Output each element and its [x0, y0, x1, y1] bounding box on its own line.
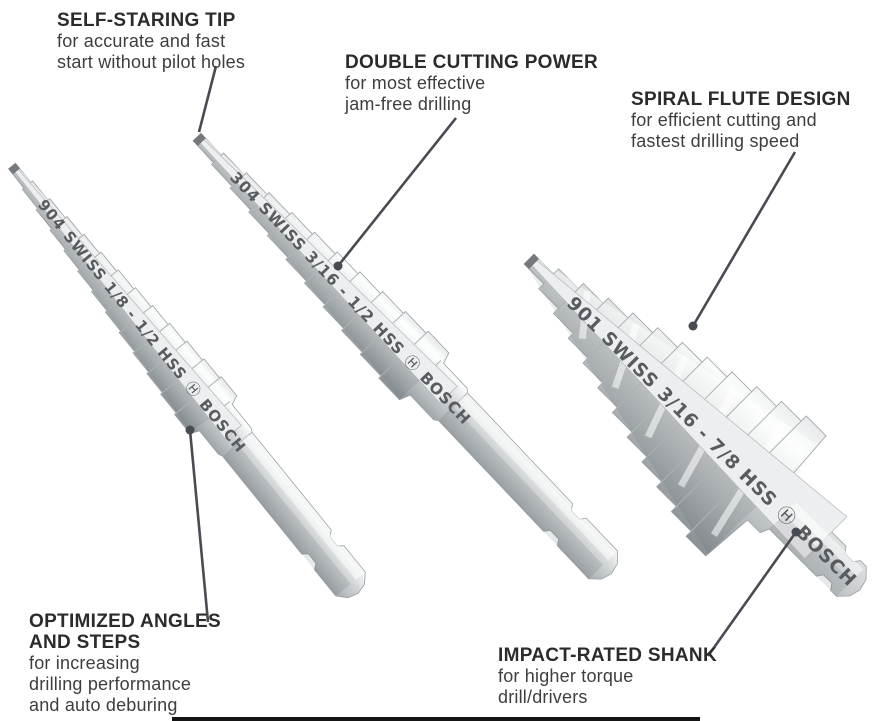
callout-impact-rated-shank: IMPACT-RATED SHANK for higher torque dri… — [498, 645, 717, 708]
leader-line-spiral-flute-design — [691, 151, 797, 327]
leader-dot — [688, 321, 698, 331]
drill-etch-label: 304 SWISS 3/16 - 1/2 HSS — [226, 169, 408, 359]
cone-shading — [193, 137, 425, 399]
callout-body-line: for most effective — [345, 73, 486, 93]
drill-tip-cap — [524, 254, 539, 269]
step-drill-bit-3-16-to-7-8: 901 SWISS 3/16 - 7/8 HSSⒽBOSCH — [523, 253, 867, 597]
drill-tip-cap — [193, 133, 206, 146]
callout-title: IMPACT-RATED SHANK — [498, 645, 717, 666]
leader-line-double-cutting-power — [336, 117, 458, 267]
callout-body-line: and auto deburing — [29, 695, 178, 715]
leader-line-impact-rated-shank — [706, 531, 798, 657]
cone-highlight — [13, 163, 234, 408]
drill-etch-text: 904 SWISS 1/8 - 1/2 HSSⒽBOSCH — [34, 196, 250, 456]
callout-body-line: fastest drilling speed — [631, 131, 800, 151]
callout-title: SELF-STARING TIP — [57, 10, 236, 31]
callout-self-starting-tip: SELF-STARING TIP for accurate and fast s… — [57, 10, 245, 73]
shank-highlight — [242, 434, 363, 580]
callout-body-line: for increasing — [29, 653, 140, 673]
leader-dot — [185, 425, 195, 435]
shank-shading — [438, 406, 604, 579]
shank-highlight — [789, 502, 864, 577]
flute-face — [527, 255, 848, 560]
callout-body-line: for higher torque — [498, 666, 634, 686]
callout-optimized-angles-and-steps: OPTIMIZED ANGLES AND STEPS for increasin… — [29, 611, 221, 716]
cone-highlight — [530, 254, 817, 472]
drill-etch-text: 304 SWISS 3/16 - 1/2 HSSⒽBOSCH — [226, 169, 474, 429]
callout-body-line: drill/drivers — [498, 687, 588, 707]
leader-line-optimized-angles — [188, 429, 210, 623]
flute-face — [195, 134, 458, 404]
callout-body-line: jam-free drilling — [345, 94, 472, 114]
callout-spiral-flute-design: SPIRAL FLUTE DESIGN for efficient cuttin… — [631, 89, 851, 152]
callout-body-line: drilling performance — [29, 674, 192, 694]
callout-title: DOUBLE CUTTING POWER — [345, 52, 598, 73]
callout-title: SPIRAL FLUTE DESIGN — [631, 89, 851, 110]
drill-tip-cap — [8, 163, 20, 175]
leader-line-self-starting-tip — [197, 65, 218, 133]
callout-body-line: for efficient cutting and — [631, 110, 817, 130]
cone-highlight — [198, 133, 446, 368]
leader-dots — [185, 261, 801, 537]
leader-dot — [333, 261, 343, 271]
callout-body-line: for accurate and fast — [57, 31, 226, 51]
shank-highlight — [458, 395, 615, 561]
callout-body-line: start without pilot holes — [57, 52, 246, 72]
step-drill-bit-1-8-to-1-2: 904 SWISS 1/8 - 1/2 HSSⒽBOSCH — [7, 162, 366, 599]
shank-shading — [769, 514, 852, 597]
drill-etch-label: 904 SWISS 1/8 - 1/2 HSS — [34, 196, 191, 384]
step-drill-bit-3-16-to-1-2: 304 SWISS 3/16 - 1/2 HSSⒽBOSCH — [192, 132, 619, 580]
bottom-border-line — [172, 717, 700, 721]
callout-title: AND STEPS — [29, 632, 141, 653]
callout-title: OPTIMIZED ANGLES — [29, 611, 221, 632]
flute-face — [10, 163, 242, 440]
cone-shading — [8, 166, 214, 433]
shank-shading — [222, 444, 351, 597]
leader-dot — [791, 527, 801, 537]
leader-lines — [188, 65, 798, 657]
callout-double-cutting-power: DOUBLE CUTTING POWER for most effective … — [345, 52, 598, 115]
